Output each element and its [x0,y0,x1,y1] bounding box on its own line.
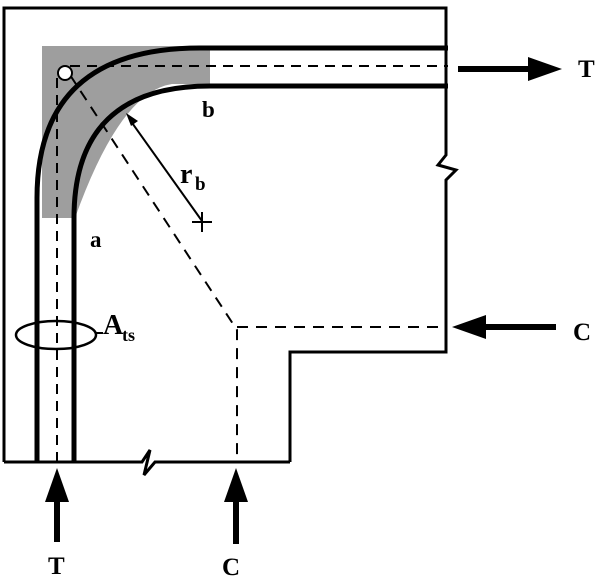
bundle-ellipse [14,319,98,351]
member-outline [2,6,459,476]
label-a: a [90,227,102,252]
label-r: r [180,159,192,190]
pin-node [57,65,73,81]
outer-rebar [34,45,448,462]
diagonal-strut [69,74,238,462]
label-T-bottom: T [48,553,65,580]
compression-arrow-right [452,315,556,339]
label-A: A [103,310,124,341]
tension-arrow-right [458,57,562,81]
inner-rebar [71,83,448,462]
label-r-subscript: b [195,174,206,195]
label-C-bottom: C [222,554,240,581]
label-b: b [202,97,215,122]
nodal-zone [42,46,210,218]
tension-arrow-bottom [45,468,69,542]
label-A-subscript: ts [122,325,135,345]
radius-arrowhead [126,113,138,126]
compression-arrow-bottom [224,468,248,544]
label-T-right: T [578,56,595,83]
label-C-right: C [573,319,591,346]
radius-line [129,119,203,222]
